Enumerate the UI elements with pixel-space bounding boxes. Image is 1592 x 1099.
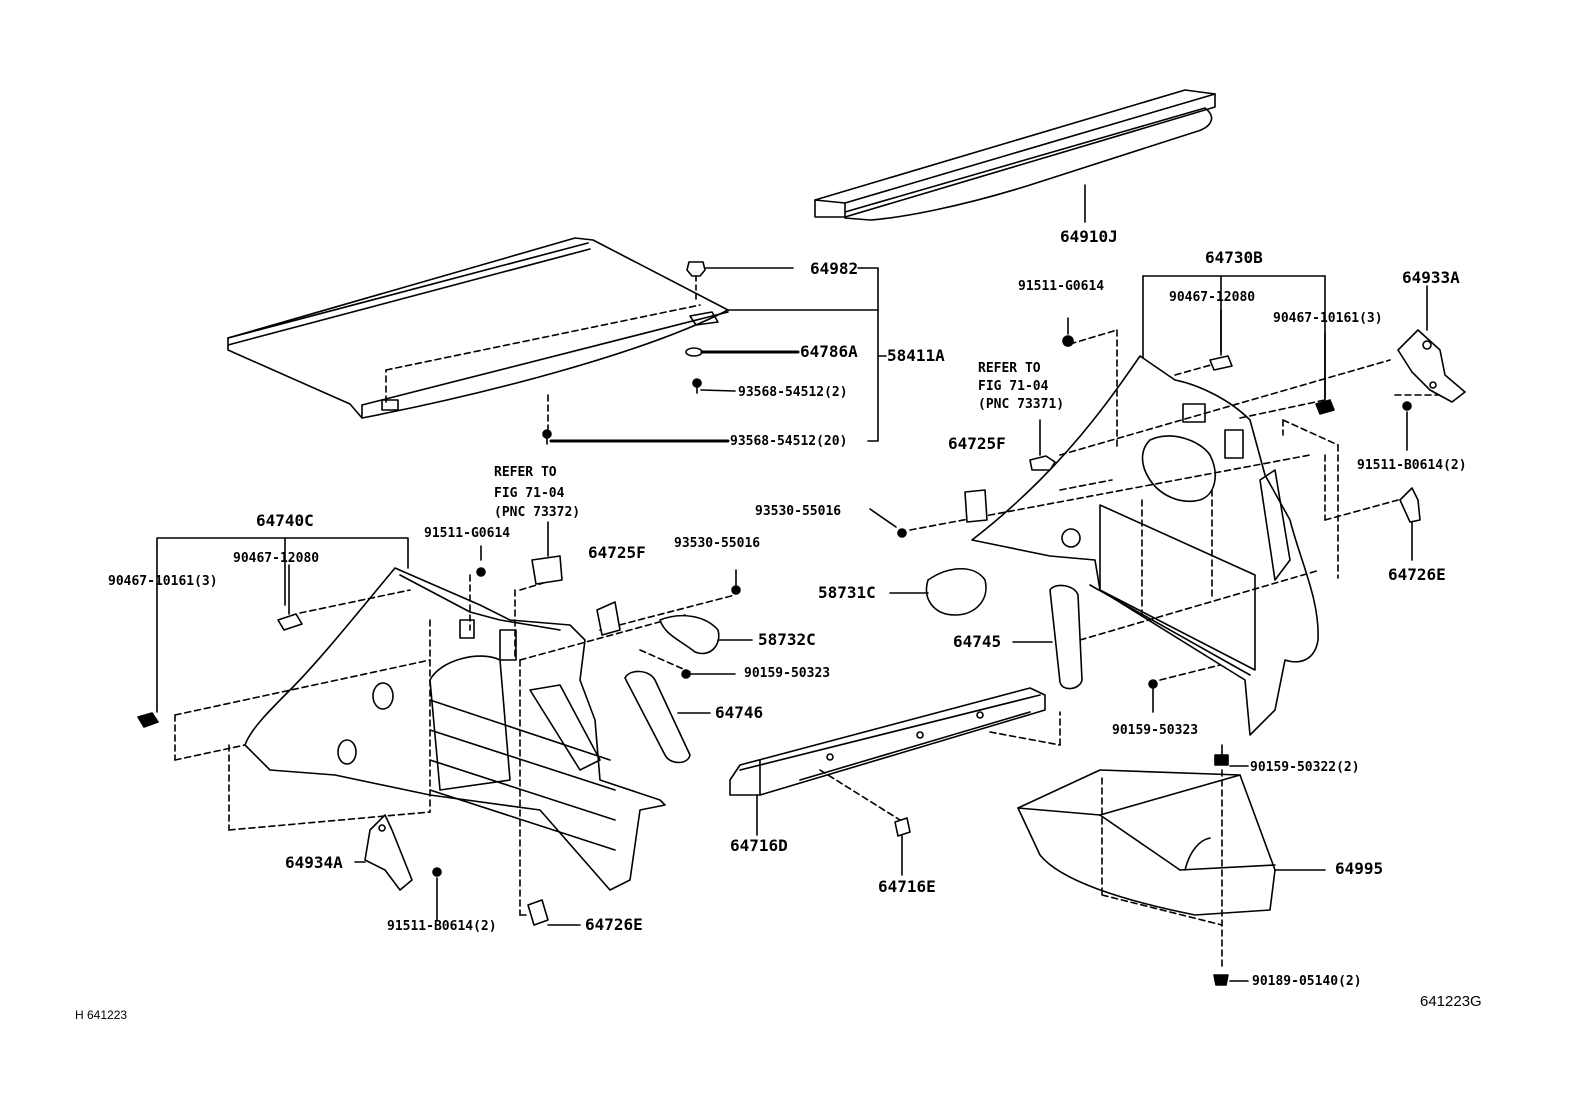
- part-label-64725F-right: 64725F: [948, 434, 1006, 453]
- part-label-58732C: 58732C: [758, 630, 816, 649]
- part-label-91511-B0614-right: 91511-B0614(2): [1357, 458, 1467, 473]
- part-label-90159-50323-right: 90159-50323: [1112, 723, 1199, 738]
- deck-board-drawing: [729, 687, 1061, 876]
- part-label-64740C: 64740C: [256, 511, 314, 530]
- part-label-93530-55016-right: 93530-55016: [755, 504, 842, 519]
- left-side-trim-drawing: [156, 537, 736, 916]
- part-label-91511-G0614-right: 91511-G0614: [1018, 279, 1105, 294]
- part-label-90467-10161-right: 90467-10161(3): [1273, 311, 1383, 326]
- package-tray-drawing: [227, 237, 729, 431]
- part-label-64716D: 64716D: [730, 836, 788, 855]
- part-label-64716E: 64716E: [878, 877, 936, 896]
- part-label-64910J: 64910J: [1060, 227, 1118, 246]
- part-label-64995: 64995: [1335, 859, 1384, 878]
- part-label-64725F-left: 64725F: [588, 543, 646, 562]
- part-label-90159-50323-left: 90159-50323: [744, 666, 831, 681]
- diagram-code-right: 641223G: [1420, 993, 1482, 1010]
- part-label-90159-50322: 90159-50322(2): [1250, 760, 1360, 775]
- part-label-93568-54512-2: 93568-54512(2): [738, 385, 848, 400]
- part-label-90467-12080-left: 90467-12080: [233, 551, 320, 566]
- part-label-64730B: 64730B: [1205, 248, 1263, 267]
- part-label-58731C: 58731C: [818, 583, 876, 602]
- tonneau-cover-drawing: [814, 89, 1216, 223]
- refer-note-left-line2: FIG 71-04: [494, 486, 565, 501]
- part-label-90467-10161-left: 90467-10161(3): [108, 574, 218, 589]
- part-label-64745: 64745: [953, 632, 1002, 651]
- part-label-64786A: 64786A: [800, 342, 858, 361]
- right-side-trim-drawing: [909, 275, 1456, 736]
- part-label-91511-B0614-left: 91511-B0614(2): [387, 919, 497, 934]
- refer-note-right-line1: REFER TO: [978, 361, 1041, 376]
- part-label-64746: 64746: [715, 703, 764, 722]
- part-label-64934A: 64934A: [285, 853, 343, 872]
- storage-box-drawing: [1017, 744, 1326, 986]
- left-side-fasteners: [137, 521, 753, 926]
- part-label-64726E-left: 64726E: [585, 915, 643, 934]
- refer-note-right-line2: FIG 71-04: [978, 379, 1049, 394]
- diagram-code-left: H 641223: [75, 1008, 128, 1022]
- part-label-64933A: 64933A: [1402, 268, 1460, 287]
- refer-note-left-line1: REFER TO: [494, 465, 557, 480]
- right-side-fasteners: [869, 285, 1466, 713]
- part-label-64726E-right: 64726E: [1388, 565, 1446, 584]
- part-label-90467-12080-right: 90467-12080: [1169, 290, 1256, 305]
- refer-note-right-line3: (PNC 73371): [978, 397, 1065, 412]
- part-label-91511-G0614-left: 91511-G0614: [424, 526, 511, 541]
- refer-note-left-line3: (PNC 73372): [494, 505, 581, 520]
- part-label-93530-55016-left: 93530-55016: [674, 536, 761, 551]
- tray-fasteners: [542, 261, 887, 445]
- part-label-93568-54512-20: 93568-54512(20): [730, 434, 848, 449]
- part-label-64982: 64982: [810, 259, 859, 278]
- part-label-90189-05140: 90189-05140(2): [1252, 974, 1362, 989]
- part-label-58411A: 58411A: [887, 346, 945, 365]
